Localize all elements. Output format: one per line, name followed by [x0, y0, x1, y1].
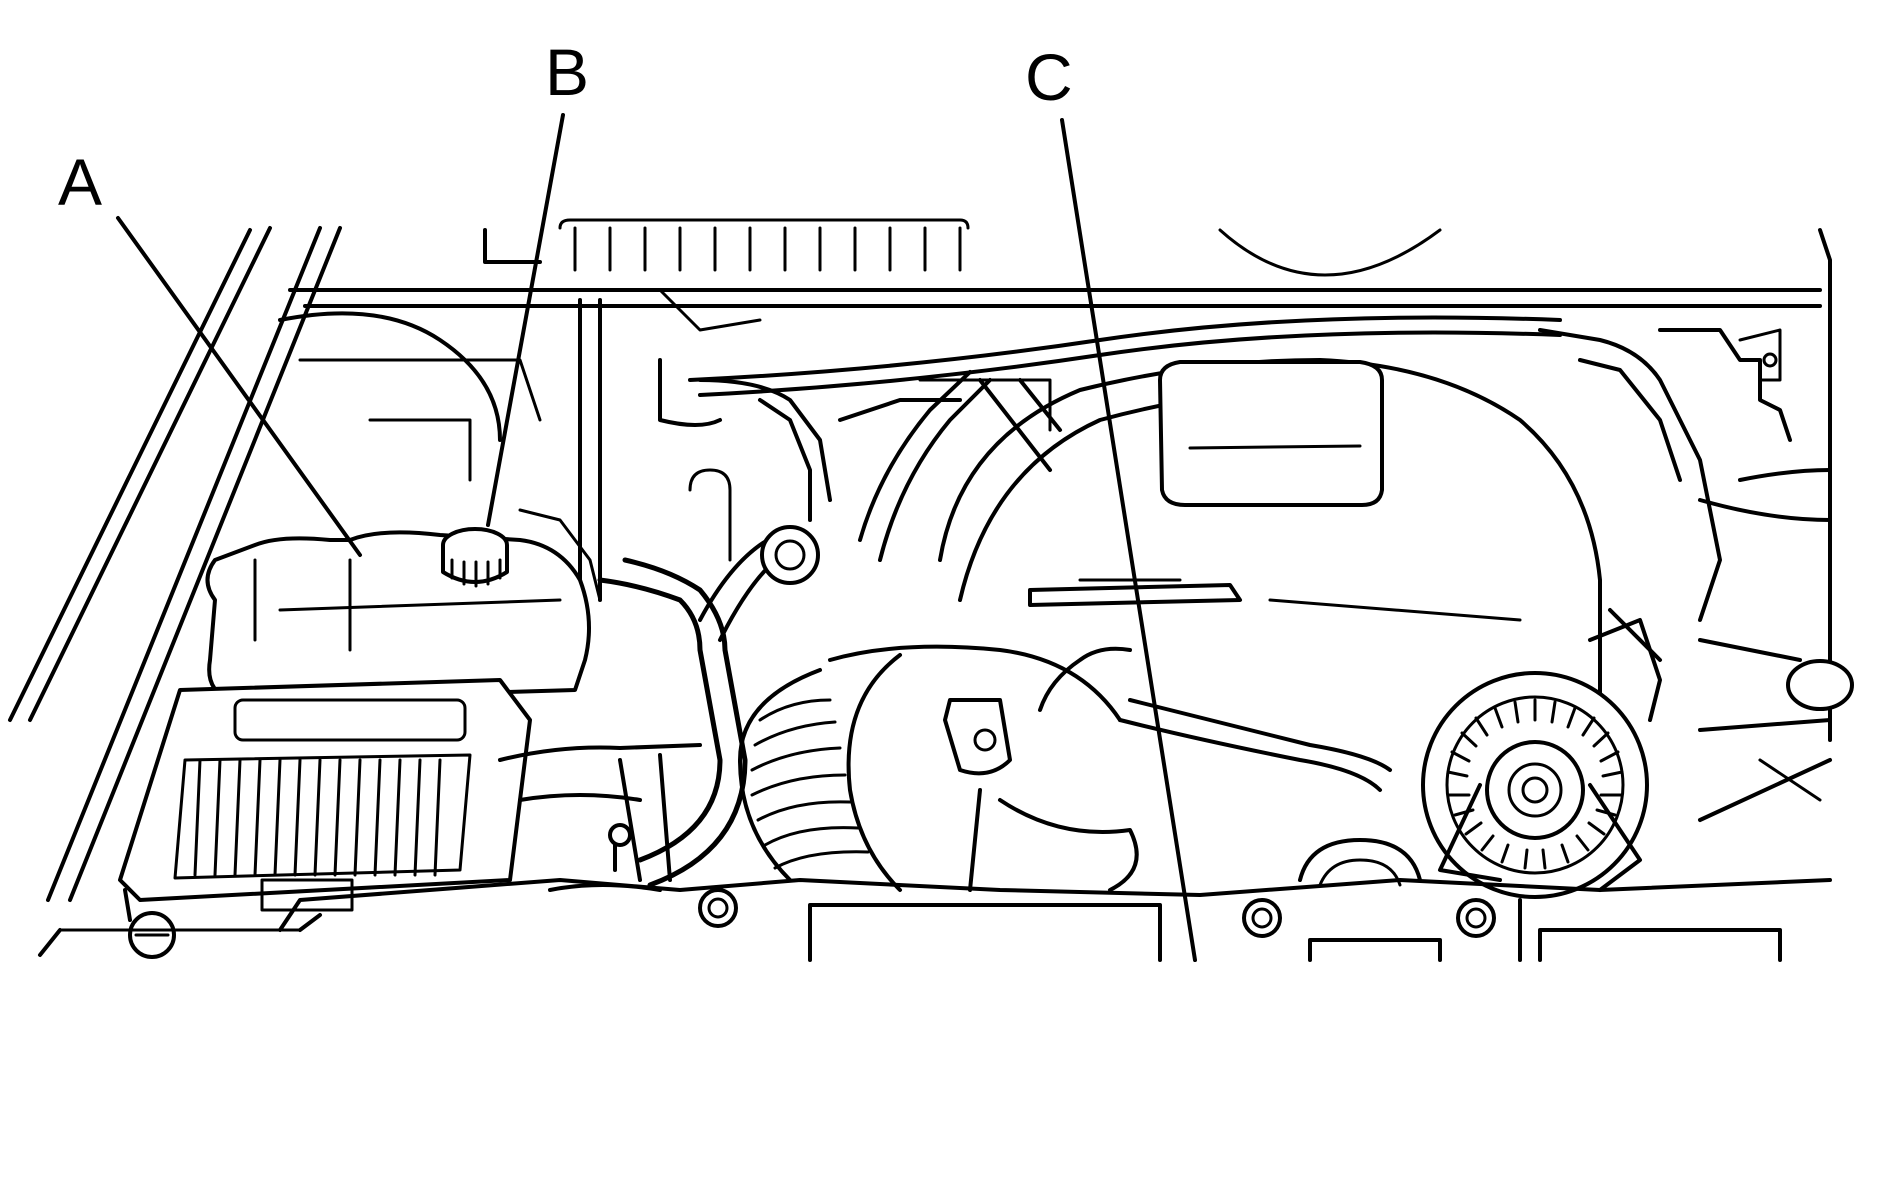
intake-duct — [498, 743, 702, 892]
intake-boot — [738, 653, 902, 892]
air-filter-box — [118, 678, 532, 959]
lower-flange — [38, 878, 1832, 962]
callout-a: A — [58, 145, 362, 557]
alternator — [1421, 608, 1662, 899]
bracket-assembly — [658, 288, 1062, 585]
callout-a-label: A — [58, 145, 102, 219]
callout-b: B — [486, 35, 589, 527]
callout-c-label: C — [1025, 40, 1073, 114]
coolant-reservoir — [205, 508, 602, 702]
intake-elbow — [828, 644, 1139, 892]
callout-c-leader — [1060, 118, 1197, 962]
callout-c: C — [1025, 40, 1197, 962]
radiator-fins — [558, 218, 1442, 277]
callout-a-leader — [116, 216, 362, 557]
right-side-structure — [1538, 328, 1854, 822]
callout-b-label: B — [545, 35, 589, 109]
fan-shroud — [278, 298, 602, 602]
wire-harness — [688, 315, 1562, 397]
lower-pulley — [1298, 838, 1422, 887]
callout-b-leader — [486, 113, 565, 527]
hood-frame — [8, 226, 1832, 902]
engine-cover — [938, 358, 1602, 792]
